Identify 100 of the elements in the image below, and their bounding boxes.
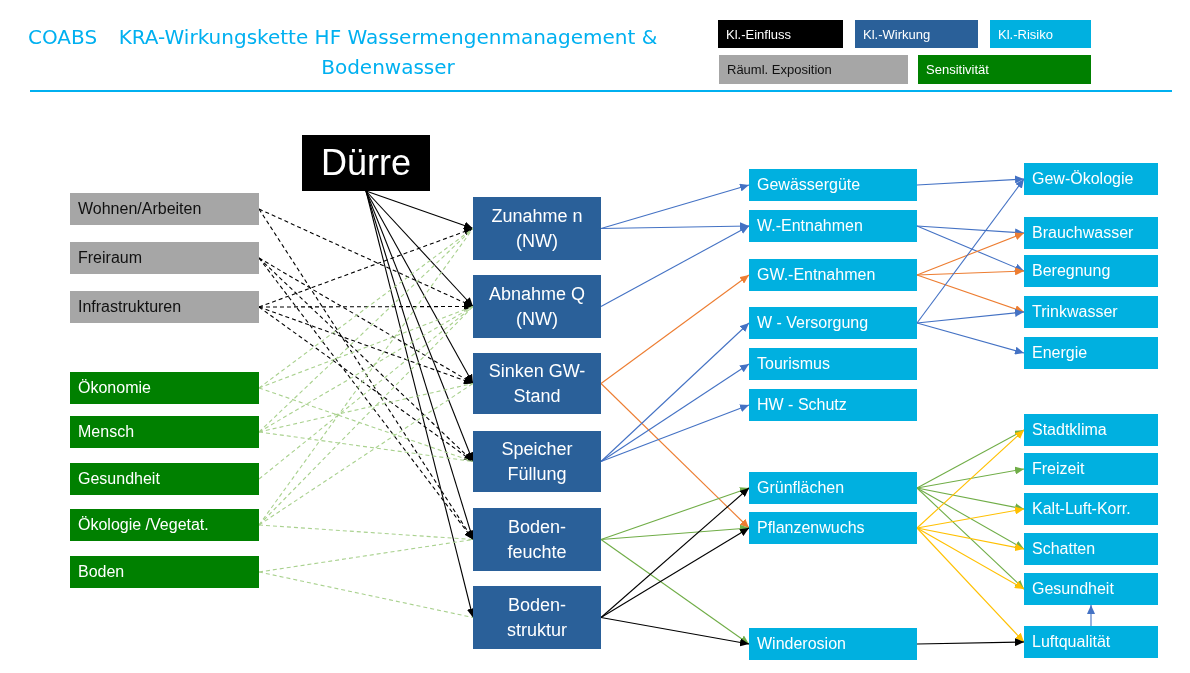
- process-box: [473, 197, 601, 260]
- node-label: Gesundheit: [1032, 579, 1114, 600]
- legend-label: Sensitivität: [926, 62, 989, 77]
- node-label: GW.-Entnahmen: [757, 265, 876, 286]
- process-box: [70, 291, 259, 323]
- arrow: [258, 227, 474, 308]
- arrow: [365, 190, 474, 230]
- arrow: [600, 487, 750, 619]
- process-box: [70, 509, 259, 541]
- arrow: [916, 322, 1025, 355]
- connector-line: [258, 305, 474, 526]
- connector-line: [258, 382, 474, 526]
- process-box: [749, 210, 917, 242]
- node-label: Schatten: [1032, 539, 1096, 560]
- process-box: [70, 416, 259, 448]
- arrow: [258, 257, 474, 385]
- process-box: [70, 463, 259, 495]
- connector-line: [258, 305, 474, 433]
- process-box: [1024, 573, 1158, 605]
- node-label: Speicher Füllung: [500, 438, 574, 486]
- node-label: Infrastrukturen: [78, 297, 182, 318]
- node-label: Grünflächen: [757, 478, 845, 499]
- process-box: [473, 508, 601, 571]
- process-box: [473, 431, 601, 492]
- arrow: [600, 404, 750, 463]
- process-box: [1024, 255, 1158, 287]
- node-label: Kalt-Luft-Korr.: [1032, 499, 1131, 520]
- process-box: [1024, 217, 1158, 249]
- process-box: [473, 586, 601, 649]
- arrow: [916, 232, 1025, 276]
- node-label: Boden-feuchte: [506, 516, 568, 564]
- arrow: [916, 527, 1025, 643]
- process-box: [749, 307, 917, 339]
- arrow: [365, 190, 474, 308]
- node-label: Luftqualität: [1032, 632, 1111, 653]
- node-label: Zunahme n (NW): [490, 205, 584, 253]
- process-box: [749, 512, 917, 544]
- arrow: [916, 267, 1025, 276]
- arrow: [916, 308, 1025, 324]
- arrow: [600, 222, 750, 231]
- process-box: [70, 372, 259, 404]
- process-box: [70, 242, 259, 274]
- connector-line: [258, 571, 474, 619]
- process-box: [473, 275, 601, 338]
- process-box: [749, 169, 917, 201]
- arrow: [258, 208, 474, 308]
- legend-label: Kl.-Risiko: [998, 26, 1053, 42]
- node-label: Freiraum: [78, 248, 142, 269]
- process-box: [1024, 493, 1158, 525]
- node-label: Wohnen/Arbeiten: [78, 199, 202, 220]
- arrow: [600, 527, 750, 619]
- arrow: [916, 527, 1025, 590]
- arrow: [916, 178, 1025, 324]
- arrow: [600, 274, 750, 385]
- arrow: [916, 487, 1025, 590]
- arrow: [600, 363, 750, 463]
- heading-text: COABS: [28, 24, 98, 51]
- node-label: Boden: [78, 562, 125, 583]
- arrow: [916, 466, 1025, 489]
- node-label: Ökonomie: [78, 378, 151, 399]
- arrow: [600, 322, 750, 463]
- arrow: [1087, 604, 1095, 627]
- arrow: [365, 190, 475, 619]
- node-label: Gesundheit: [78, 469, 160, 490]
- node-label: Beregnung: [1032, 261, 1111, 282]
- process-box: [749, 389, 917, 421]
- connector-line: [258, 431, 474, 463]
- node-label: Energie: [1032, 343, 1088, 364]
- arrow: [258, 302, 474, 311]
- arrow: [600, 225, 750, 308]
- process-box: [1024, 163, 1158, 195]
- node-label: Brauchwasser: [1032, 223, 1134, 244]
- arrow: [916, 527, 1025, 552]
- process-box: [749, 348, 917, 380]
- node-label: Stadtklima: [1032, 420, 1107, 441]
- arrow: [916, 487, 1025, 512]
- arrow: [916, 638, 1025, 647]
- node-label: W.-Entnahmen: [757, 216, 863, 237]
- node-label: Trinkwasser: [1032, 302, 1118, 323]
- process-box: [1024, 414, 1158, 446]
- process-box: [749, 472, 917, 504]
- process-box: [1024, 626, 1158, 658]
- node-label: Ökologie /Vegetat.: [78, 515, 209, 536]
- node-label: Winderosion: [757, 634, 846, 655]
- legend-label: Kl.-Einfluss: [726, 26, 792, 42]
- node-label: Mensch: [78, 422, 135, 443]
- arrow: [600, 382, 750, 529]
- node-label: Gewässergüte: [757, 175, 861, 196]
- arrow: [916, 274, 1025, 313]
- node-label: HW - Schutz: [757, 395, 847, 416]
- connector-line: [258, 524, 474, 541]
- arrow: [916, 175, 1025, 186]
- process-box: [749, 628, 917, 660]
- arrow: [916, 506, 1025, 529]
- legend-label: Räuml. Exposition: [727, 62, 832, 77]
- node-label: Tourismus: [757, 354, 830, 375]
- arrow: [916, 429, 1025, 489]
- process-box: [70, 556, 259, 588]
- node-label: Pflanzenwuchs: [757, 518, 865, 539]
- title: KRA-Wirkungskette HF Wassermengenmanagement & Bodenwasser: [118, 24, 658, 81]
